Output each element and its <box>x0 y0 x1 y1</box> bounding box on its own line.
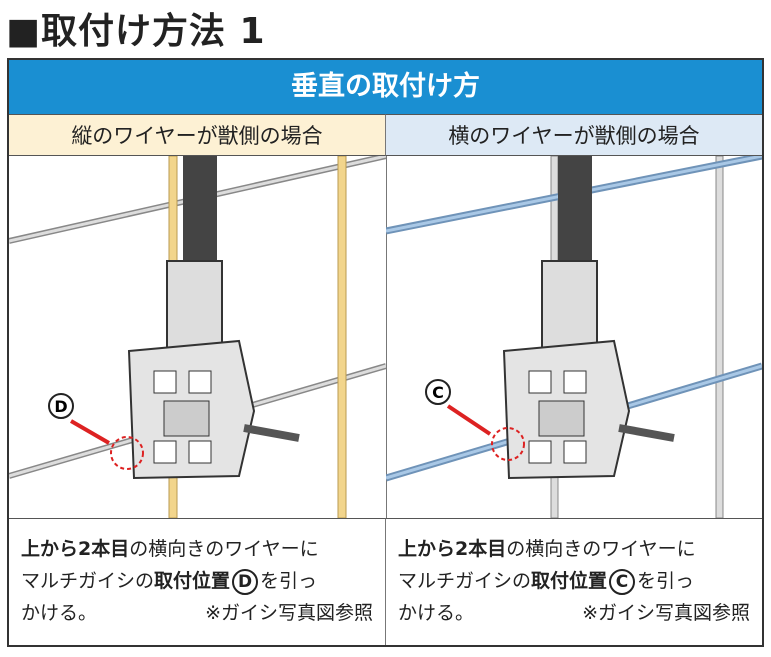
method-table: 垂直の取付け方 縦のワイヤーが獣側の場合 横のワイヤーが獣側の場合 D <box>7 58 764 647</box>
marker-d: D <box>54 397 67 416</box>
insulator-diagram-left: D <box>8 153 387 519</box>
note: ※ガイシ写真図参照 <box>205 602 373 624</box>
text: マルチガイシの <box>398 570 532 592</box>
text: の横向きのワイヤーに <box>129 538 319 560</box>
text: かける。 <box>398 602 475 624</box>
text: の横向きのワイヤーに <box>506 538 696 560</box>
text: を引っ <box>260 570 318 592</box>
subheader-right: 横のワイヤーが獣側の場合 <box>386 114 762 156</box>
text: マルチガイシの <box>21 570 155 592</box>
marker-badge: C <box>609 568 636 595</box>
marker-c: C <box>432 383 444 402</box>
emphasis: 取付位置 <box>531 570 608 592</box>
emphasis: 取付位置 <box>154 570 231 592</box>
illustration-right: C <box>385 152 763 519</box>
illustration-left: D <box>8 153 387 519</box>
subheader-left: 縦のワイヤーが獣側の場合 <box>9 114 386 156</box>
text: を引っ <box>637 570 695 592</box>
insulator-diagram-right: C <box>385 152 763 519</box>
text: かける。 <box>21 602 98 624</box>
marker-badge: D <box>232 568 259 595</box>
table-header: 垂直の取付け方 <box>9 60 762 114</box>
note: ※ガイシ写真図参照 <box>582 602 750 624</box>
emphasis: 上から2本目 <box>21 538 130 560</box>
page-title: ■取付け方法 1 <box>6 11 266 52</box>
emphasis: 上から2本目 <box>398 538 507 560</box>
